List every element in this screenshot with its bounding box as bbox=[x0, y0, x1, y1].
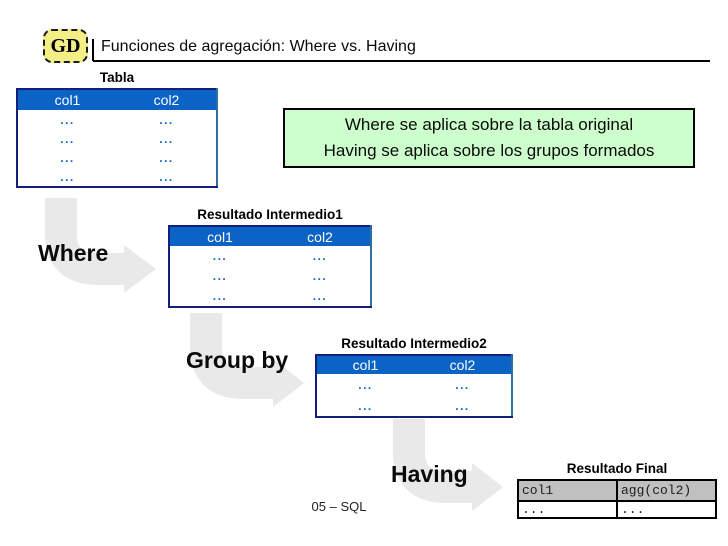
column-header: col2 bbox=[117, 89, 217, 110]
note-line: Where se aplica sobre la tabla original bbox=[344, 115, 634, 134]
title-separator bbox=[92, 39, 94, 61]
slide-title: Funciones de agregación: Where vs. Havin… bbox=[101, 38, 416, 55]
table-block-final: Resultado Final col1 agg(col2) ...... bbox=[517, 461, 717, 519]
table-row: ...... bbox=[17, 110, 217, 129]
gd-logo: GD bbox=[43, 29, 88, 63]
table-block-intermedio1: Resultado Intermedio1 col1 col2 ........… bbox=[168, 207, 372, 308]
table-caption: Resultado Intermedio1 bbox=[197, 207, 343, 222]
table-cell: ... bbox=[312, 249, 328, 263]
table-block-intermedio2: Resultado Intermedio2 col1 col2 ........… bbox=[315, 336, 513, 418]
title-underline bbox=[93, 60, 710, 62]
note-line: Having se aplica sobre los grupos formad… bbox=[323, 141, 655, 160]
table-cell: ... bbox=[455, 398, 470, 413]
table-row: ...... bbox=[517, 500, 717, 519]
table-cell: ... bbox=[212, 289, 228, 303]
table-cell: ... bbox=[212, 269, 228, 283]
table-row: ...... bbox=[169, 246, 371, 266]
table-caption: Resultado Intermedio2 bbox=[341, 336, 487, 351]
table-header-row: col1 col2 bbox=[316, 355, 512, 374]
table-cell: ... bbox=[159, 169, 174, 184]
table-block-original: Tabla col1 col2 ........................ bbox=[16, 70, 218, 188]
table-cell: ... bbox=[159, 112, 174, 127]
table-header-row: col1 col2 bbox=[17, 89, 217, 110]
column-header: agg(col2) bbox=[616, 479, 717, 502]
table-cell: ... bbox=[159, 150, 174, 165]
table-body: .................. bbox=[169, 246, 371, 307]
table-cell: ... bbox=[60, 150, 75, 165]
table-cell: ... bbox=[60, 131, 75, 146]
table-row: ...... bbox=[17, 167, 217, 187]
table-body: ...... bbox=[517, 500, 717, 519]
column-header: col2 bbox=[270, 226, 371, 246]
table-intermedio1: col1 col2 .................. bbox=[168, 225, 372, 308]
gd-logo-text: GD bbox=[50, 34, 81, 57]
group-by-label: Group by bbox=[186, 347, 289, 373]
table-cell: ... bbox=[60, 112, 75, 127]
page-footer: 05 – SQL bbox=[311, 499, 367, 514]
table-original: col1 col2 ........................ bbox=[16, 88, 218, 188]
column-header: col1 bbox=[316, 355, 414, 374]
column-header: col1 bbox=[169, 226, 270, 246]
column-header: col1 bbox=[17, 89, 117, 110]
table-intermedio2: col1 col2 ............ bbox=[315, 354, 513, 418]
table-cell: ... bbox=[312, 289, 328, 303]
table-row: ...... bbox=[17, 129, 217, 148]
having-label: Having bbox=[391, 461, 468, 487]
column-header: col2 bbox=[414, 355, 512, 374]
table-cell: ... bbox=[212, 249, 228, 263]
table-caption: Resultado Final bbox=[566, 461, 668, 476]
table-header-row: col1 agg(col2) bbox=[517, 479, 717, 502]
table-cell: ... bbox=[616, 500, 717, 519]
note-box: Where se aplica sobre la tabla original … bbox=[283, 108, 695, 168]
table-row: ...... bbox=[169, 266, 371, 286]
table-cell: ... bbox=[60, 169, 75, 184]
table-row: ...... bbox=[169, 286, 371, 307]
table-final: col1 agg(col2) ...... bbox=[517, 479, 717, 519]
table-cell: ... bbox=[455, 377, 470, 392]
table-cell: ... bbox=[517, 500, 618, 519]
table-cell: ... bbox=[159, 131, 174, 146]
table-row: ...... bbox=[316, 395, 512, 417]
table-cell: ... bbox=[358, 398, 373, 413]
table-row: ...... bbox=[17, 148, 217, 167]
column-header: col1 bbox=[517, 479, 618, 502]
table-cell: ... bbox=[312, 269, 328, 283]
table-body: ........................ bbox=[17, 110, 217, 187]
table-header-row: col1 col2 bbox=[169, 226, 371, 246]
where-label: Where bbox=[38, 240, 109, 266]
table-row: ...... bbox=[316, 374, 512, 395]
table-body: ............ bbox=[316, 374, 512, 417]
table-cell: ... bbox=[358, 377, 373, 392]
table-caption: Tabla bbox=[99, 70, 135, 85]
